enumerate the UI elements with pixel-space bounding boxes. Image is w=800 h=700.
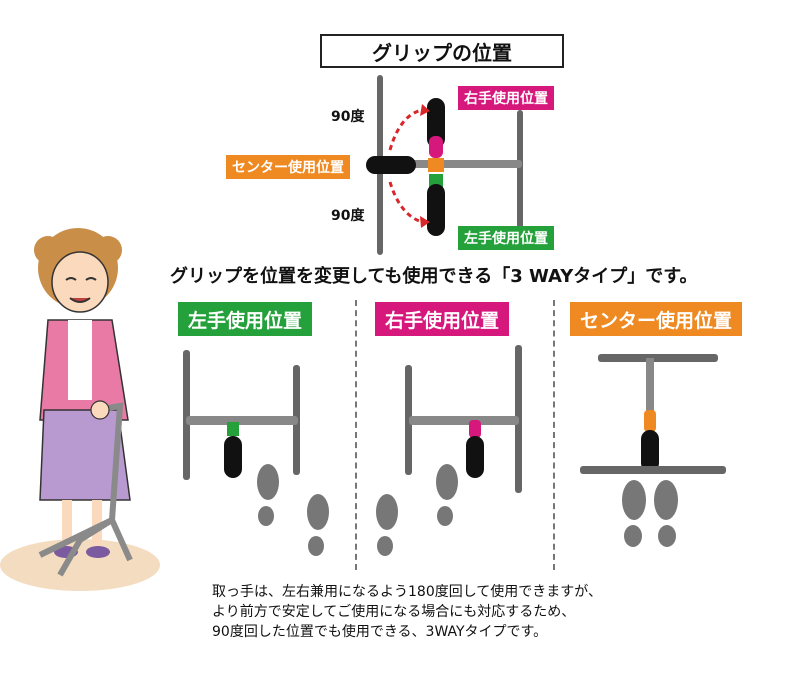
footprint-center-2 <box>654 480 678 547</box>
note-line: より前方で安定してご使用になる場合にも対応するため、 <box>212 604 576 620</box>
description-note: 取っ手は、左右兼用になるよう180度回して使用できますが、 より前方で安定してご… <box>212 582 602 642</box>
grip-right <box>427 98 445 148</box>
diagram-title: グリップの位置 <box>320 34 564 68</box>
cane-leg-right <box>517 110 523 250</box>
rotate-arrow-up <box>388 108 423 151</box>
panel-center-label: センター使用位置 <box>570 302 743 336</box>
panel-divider-2 <box>553 300 555 570</box>
grip-center-collar <box>428 158 444 172</box>
degree-label-top: 90度 <box>331 109 365 125</box>
headline: グリップを位置を変更しても使用できる「3 WAYタイプ」です。 <box>170 266 698 287</box>
panel-right-hand-label: 右手使用位置 <box>375 302 510 336</box>
footprint-center-1 <box>622 480 646 547</box>
note-line: 取っ手は、左右兼用になるよう180度回して使用できますが、 <box>212 584 603 600</box>
grip-left-collar <box>429 174 443 188</box>
degree-label-bottom: 90度 <box>331 208 365 224</box>
note-line: 90度回した位置でも使用できる、3WAYタイプです。 <box>212 624 548 640</box>
grip-center <box>366 156 416 174</box>
footprint-left-1 <box>257 464 279 526</box>
tag-right-hand: 右手使用位置 <box>458 86 554 110</box>
rotate-arrow-down <box>388 181 423 224</box>
panel-divider-1 <box>355 300 357 570</box>
panel-right-hand-diagram <box>376 345 522 556</box>
woman-with-cane-illustration <box>0 228 160 591</box>
panel-center-diagram <box>580 354 726 547</box>
panel-left-hand-diagram <box>183 350 329 556</box>
footprint-right-1 <box>376 494 398 556</box>
top-cane-diagram <box>366 75 523 255</box>
tag-center: センター使用位置 <box>226 155 350 179</box>
panel-left-hand-label: 左手使用位置 <box>178 302 313 336</box>
footprint-right-2 <box>436 464 458 526</box>
grip-right-collar <box>429 136 443 158</box>
grip-left <box>427 184 445 236</box>
tag-left-hand: 左手使用位置 <box>458 226 554 250</box>
footprint-left-2 <box>307 494 329 556</box>
